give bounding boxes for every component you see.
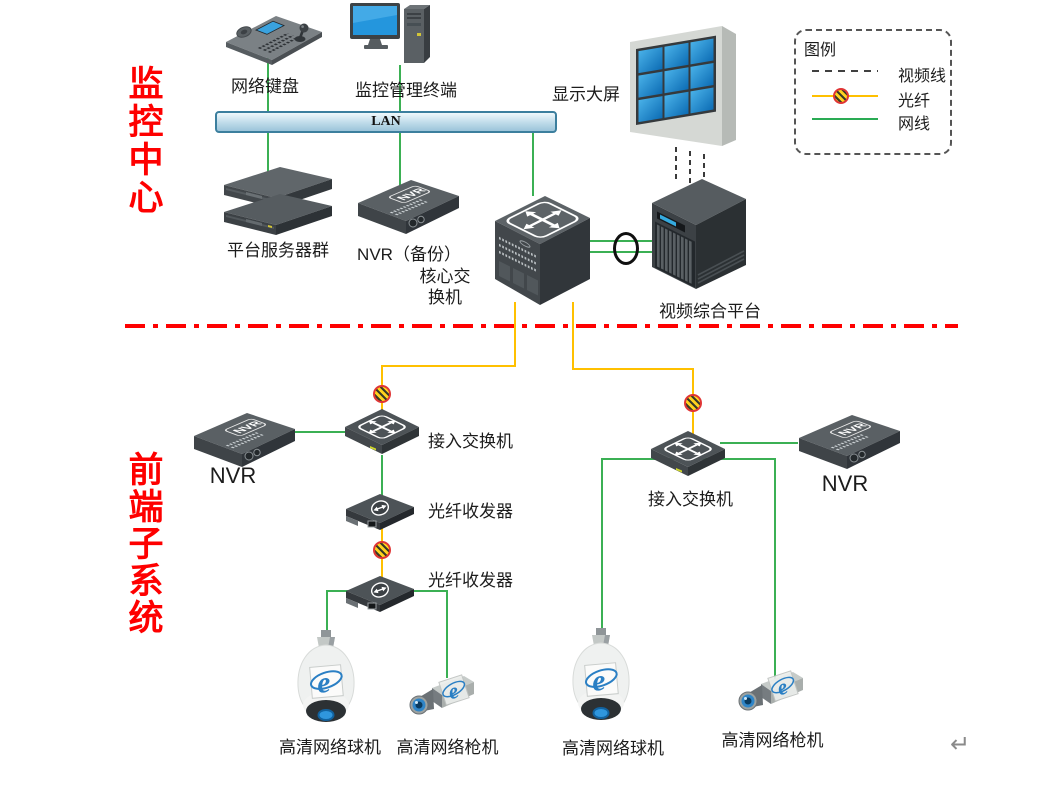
label-network-keyboard: 网络键盘	[231, 77, 299, 96]
switch-arrows-icon	[358, 415, 406, 439]
label-dome-left: 高清网络球机	[279, 738, 381, 757]
lan-bus-bar: LAN	[215, 111, 557, 133]
section-title-frontend-subsystem: 前端子系统	[128, 451, 164, 638]
label-dome-right: 高清网络球机	[562, 739, 664, 758]
nvr-left-icon: NVR	[192, 410, 297, 468]
net-line-transceiver2-left-h	[327, 590, 351, 592]
net-line-transceiver2-bullet	[446, 590, 448, 678]
nvr-right-icon: NVR	[797, 412, 902, 470]
access-switch-right-icon	[650, 428, 726, 484]
legend-row-fiber: 光纤	[812, 87, 952, 110]
switch-arrows-icon	[506, 201, 579, 238]
legend-row-video-line: 视频线	[812, 62, 952, 85]
legend-row-network-cable: 网线	[812, 110, 952, 133]
fiber-line-core-right-v1	[572, 302, 574, 370]
net-line-lan-coreswitch	[532, 129, 534, 196]
label-nvr-left: NVR	[209, 463, 257, 488]
net-line-rightswitch-bullet	[774, 458, 776, 680]
network-cable-swatch	[812, 118, 878, 120]
e-logo: e	[438, 674, 470, 706]
legend-box: 图例 视频线 光纤 网线	[794, 29, 952, 155]
transceiver-icon	[370, 582, 390, 598]
label-display-wall: 显示大屏	[552, 85, 620, 104]
label-mgmt-terminal: 监控管理终端	[355, 81, 457, 100]
label-core-switch: 核心交换机	[419, 267, 471, 307]
fiber-loop-symbol	[613, 232, 639, 265]
video-line-1	[675, 147, 677, 183]
net-line-transceiver2-dome	[326, 590, 328, 640]
label-fiber-transceiver-2: 光纤收发器	[428, 571, 513, 590]
legend-title: 图例	[804, 42, 837, 59]
fiber-line-core-left-v1	[514, 302, 516, 367]
fiber-line-core-left-h	[381, 365, 516, 367]
core-switch-icon	[493, 193, 593, 309]
label-access-switch-left: 接入交换机	[428, 432, 513, 451]
fiber-splice-icon-3	[373, 541, 391, 559]
fiber-splice-icon-1	[373, 385, 391, 403]
label-nvr-backup: NVR（备份）	[357, 245, 461, 264]
e-logo: e	[767, 670, 799, 702]
fiber-transceiver-1-icon	[345, 492, 415, 532]
fiber-transceiver-2-icon	[345, 574, 415, 614]
network-keyboard-icon	[224, 8, 324, 66]
section-title-monitoring-center: 监控中心	[128, 65, 164, 218]
net-line-keyboard-lan	[267, 54, 269, 112]
net-line-nvrleft-switch	[290, 431, 352, 433]
bullet-camera-left-icon: e	[404, 668, 476, 726]
dome-camera-left-icon: e	[288, 630, 366, 730]
net-line-transceiver2-right-h	[410, 590, 448, 592]
label-video-platform: 视频综合平台	[659, 302, 761, 321]
fiber-line-core-right-h	[572, 368, 694, 370]
net-line-lan-servers	[267, 129, 269, 173]
legend-label-fiber: 光纤	[898, 93, 931, 110]
switch-arrows-icon	[664, 437, 712, 461]
video-platform-icon	[650, 177, 750, 293]
access-switch-left-icon	[344, 406, 420, 462]
label-bullet-right: 高清网络枪机	[721, 731, 824, 750]
bullet-camera-right-icon: e	[733, 664, 805, 722]
fiber-splice-icon-2	[684, 394, 702, 412]
label-server-group: 平台服务器群	[227, 241, 329, 260]
video-line-2	[689, 151, 691, 183]
label-bullet-left: 高清网络枪机	[396, 738, 499, 757]
net-line-terminal-lan	[399, 65, 401, 112]
net-line-rightswitch-nvr	[720, 442, 798, 444]
paragraph-return-mark: ↵	[950, 731, 971, 758]
mgmt-terminal-icon	[350, 3, 436, 69]
video-line-swatch	[812, 70, 878, 72]
lan-label: LAN	[371, 114, 401, 129]
e-logo: e	[309, 664, 344, 700]
legend-label-network-cable: 网线	[898, 116, 931, 133]
label-access-switch-right: 接入交换机	[648, 490, 733, 509]
net-line-switch-transceiver1	[381, 455, 383, 497]
net-line-lan-nvrbackup	[399, 129, 401, 186]
video-line-3	[703, 154, 705, 183]
legend-label-video-line: 视频线	[898, 68, 947, 85]
label-nvr-right: NVR	[821, 471, 869, 496]
server-group-icon	[222, 165, 335, 235]
fiber-splice-icon-legend	[833, 88, 849, 104]
net-line-rightswitch-dome	[601, 458, 603, 636]
section-divider-line	[125, 324, 958, 328]
nvr-backup-icon: NVR	[356, 177, 461, 235]
e-logo: e	[584, 662, 619, 698]
label-fiber-transceiver-1: 光纤收发器	[428, 502, 513, 521]
display-wall-icon	[628, 22, 748, 156]
transceiver-icon	[370, 500, 390, 516]
dome-camera-right-icon: e	[563, 628, 641, 728]
